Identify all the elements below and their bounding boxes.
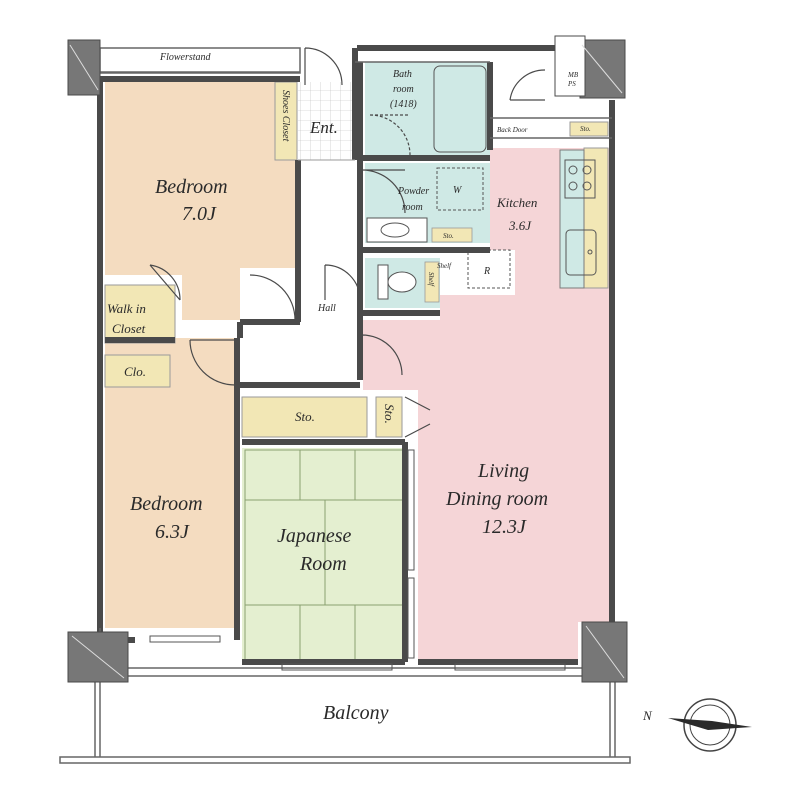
bath-label-1: Bath [393, 69, 412, 80]
storage-japanese [241, 396, 368, 438]
door-toilet [324, 264, 361, 301]
kitchen-size: 3.6J [508, 218, 532, 233]
washer-icon [436, 167, 484, 211]
clo-label: Clo. [124, 364, 146, 379]
door-bathroom [369, 114, 411, 156]
storage-kitchen-right [583, 147, 609, 289]
refrigerator-label: R [483, 266, 490, 277]
stove-icon [564, 159, 596, 199]
bath-label-2: room [393, 84, 414, 95]
entrance-label: Ent. [309, 118, 338, 137]
washbasin-icon [366, 217, 428, 243]
bedroom-6j-name: Bedroom [130, 493, 203, 515]
living-dining-floor [363, 148, 610, 662]
toilet-icon [377, 264, 417, 300]
hall-label: Hall [317, 303, 336, 314]
bedroom-7j-size: 7.0J [182, 203, 217, 225]
door-powder [361, 169, 406, 214]
sto-vertical-label: Sto. [382, 404, 397, 424]
sto-japanese-label: Sto. [295, 409, 315, 424]
powder-label-1: Powder [397, 186, 429, 197]
kitchen-counter [559, 149, 585, 289]
bedroom-7j-floor [105, 82, 295, 320]
japanese-room-label-2: Room [299, 553, 347, 575]
bath-label-3: (1418) [390, 99, 417, 110]
walls [97, 45, 615, 665]
shelf-label-vertical: Shelf [427, 272, 435, 287]
washer-label: W [453, 185, 463, 196]
shoes-closet-label: Shoes Closet [280, 90, 291, 142]
walkin-label-2: Closet [112, 321, 146, 336]
storage-back-door [569, 121, 609, 137]
sink-icon [565, 229, 597, 276]
bedroom-6j-size: 6.3J [155, 521, 190, 543]
shelf-toilet [424, 261, 440, 303]
living-label-2: Dining room [445, 488, 548, 510]
mb-label: MB [567, 71, 579, 79]
sto-toilet-label: Sto. [443, 232, 454, 240]
door-sto-vertical [404, 396, 431, 438]
powder-label-2: room [402, 202, 423, 213]
compass-icon [668, 698, 752, 752]
bathroom-floor [365, 62, 490, 156]
ps-label: PS [567, 80, 576, 88]
walkin-label-1: Walk in [107, 301, 146, 316]
shelf-label: Shelf [437, 262, 452, 270]
japanese-room-floor [242, 448, 405, 660]
balcony-label: Balcony [323, 702, 389, 724]
closet [104, 354, 171, 388]
living-label-1: Living [477, 460, 529, 482]
door-walkin [149, 264, 181, 301]
japanese-room-label-1: Japanese [277, 525, 352, 547]
windows [149, 449, 566, 671]
storage-vertical [375, 396, 403, 438]
door-living [361, 334, 403, 376]
sto-small-label: Sto. [580, 125, 591, 133]
column-hatch [69, 44, 625, 679]
doors [149, 47, 546, 438]
door-bedroom-6j [189, 339, 236, 386]
kitchen-name: Kitchen [496, 195, 537, 210]
bedroom-7j-name: Bedroom [155, 176, 228, 198]
storage-toilet [431, 227, 473, 243]
bathtub-icon [433, 65, 487, 153]
entrance-floor [298, 82, 353, 160]
flowerstand-label: Flowerstand [159, 52, 212, 63]
door-entrance [304, 47, 343, 86]
walk-in-closet [104, 284, 176, 344]
door-bedroom-7j [249, 274, 296, 321]
living-size: 12.3J [482, 516, 527, 538]
back-door-label: Back Door [497, 126, 528, 134]
north-label: N [642, 708, 653, 723]
door-back [509, 69, 546, 101]
